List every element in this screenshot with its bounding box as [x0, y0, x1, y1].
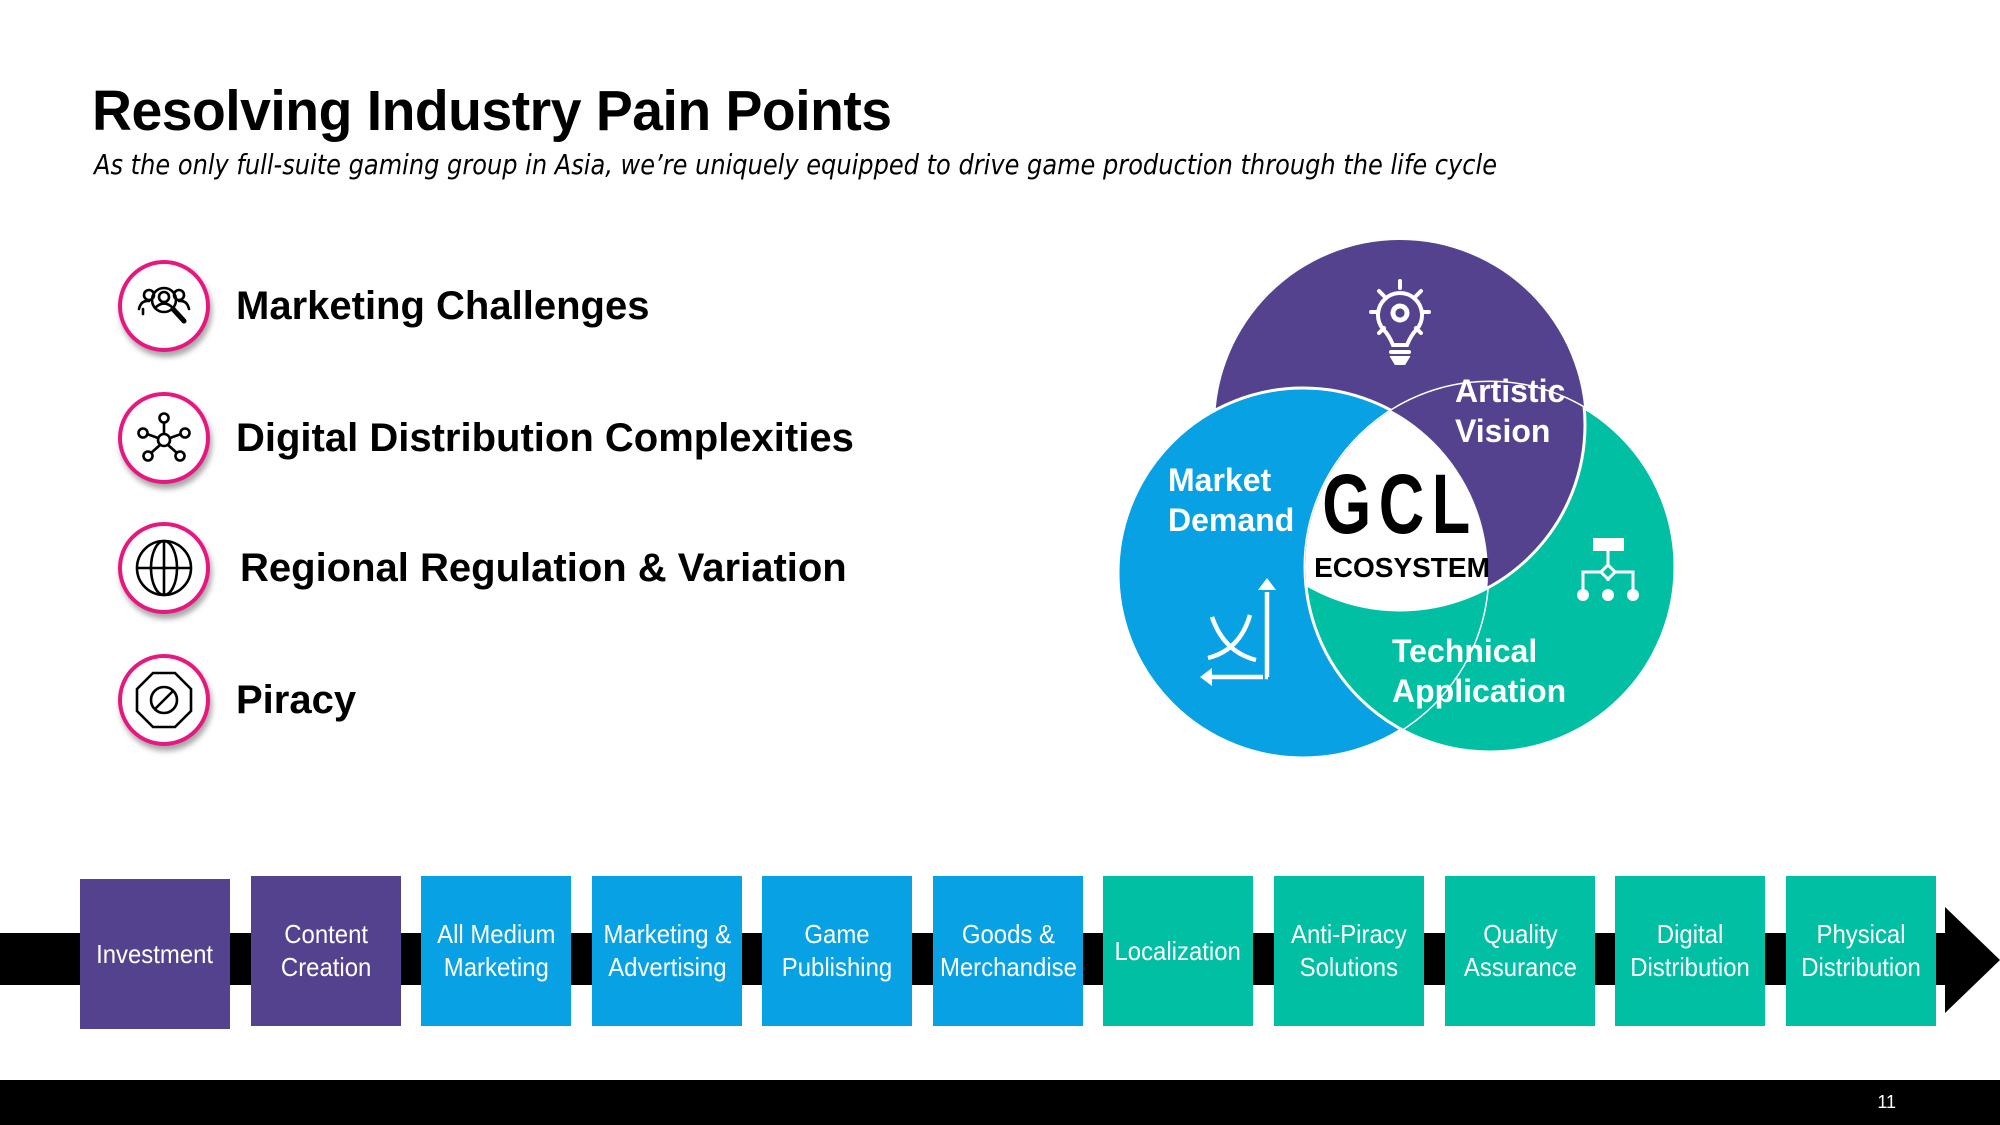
lifecycle-step-label: Quality Assurance [1463, 919, 1577, 982]
lifecycle-step: Goods & Merchandise [933, 876, 1083, 1026]
lifecycle-step-label: Physical Distribution [1801, 919, 1921, 982]
venn-label-line: Vision [1455, 413, 1550, 449]
prohibited-octagon-icon [118, 654, 210, 746]
lifecycle-step: Content Creation [251, 876, 401, 1026]
venn-label-line: Artistic [1455, 373, 1565, 409]
pain-point-label: Digital Distribution Complexities [236, 415, 854, 460]
lifecycle-step: Physical Distribution [1786, 876, 1936, 1026]
lifecycle-step: Game Publishing [762, 876, 912, 1026]
pain-point-item: Marketing Challenges [118, 260, 649, 352]
lifecycle-step: Quality Assurance [1445, 876, 1595, 1026]
lifecycle-step-label: Investment [96, 938, 214, 969]
people-search-icon [118, 260, 210, 352]
page-title: Resolving Industry Pain Points [92, 79, 892, 143]
pain-point-item: Piracy [118, 654, 356, 746]
lifecycle-step-label: Goods & Merchandise [939, 919, 1077, 982]
hierarchy-flow-icon [1577, 538, 1639, 601]
lifecycle-step-label: Anti-Piracy Solutions [1291, 919, 1407, 982]
supply-demand-chart-icon [1200, 578, 1276, 686]
globe-icon [118, 522, 210, 614]
ecosystem-label: ECOSYSTEM [1314, 552, 1490, 583]
venn-label-line: Demand [1168, 502, 1294, 538]
lifecycle-step: Anti-Piracy Solutions [1274, 876, 1424, 1026]
lifecycle-step: All Medium Marketing [421, 876, 571, 1026]
pain-point-item: Digital Distribution Complexities [118, 392, 854, 484]
page-subtitle: As the only full-suite gaming group in A… [94, 148, 1498, 181]
venn-center [1305, 388, 1488, 610]
gcl-ecosystem-venn: GCL ECOSYSTEM Artistic Vision Market Dem… [1116, 240, 1677, 760]
lifecycle-step-label: Localization [1114, 935, 1242, 966]
lifecycle-step: Investment [80, 879, 230, 1029]
timeline-arrow-icon [1945, 907, 2000, 1013]
lifecycle-step-label: Content Creation [280, 919, 372, 982]
lifecycle-step-label: Marketing & Advertising [603, 919, 731, 982]
lifecycle-step-label: Digital Distribution [1630, 919, 1750, 982]
venn-label-line: Market [1168, 462, 1272, 498]
pain-point-item: Regional Regulation & Variation [118, 522, 847, 614]
lifecycle-step-label: All Medium Marketing [436, 919, 556, 982]
lifecycle-timeline: Investment Content Creation All Medium Mar… [0, 860, 2000, 1060]
page-number: 11 [1877, 1092, 1896, 1112]
venn-label-line: Application [1392, 673, 1566, 709]
gcl-logo: GCL [1322, 457, 1477, 551]
lifecycle-step: Localization [1103, 876, 1253, 1026]
network-hub-icon [118, 392, 210, 484]
pain-point-label: Marketing Challenges [236, 283, 650, 328]
lifecycle-step-label: Game Publishing [781, 919, 893, 982]
footer-bar: 11 [0, 1080, 2000, 1125]
venn-label-line: Technical [1392, 633, 1537, 669]
lifecycle-step: Marketing & Advertising [592, 876, 742, 1026]
lifecycle-step: Digital Distribution [1615, 876, 1765, 1026]
lightbulb-gear-icon [1369, 279, 1431, 365]
pain-point-label: Regional Regulation & Variation [240, 545, 847, 590]
pain-point-label: Piracy [236, 677, 357, 722]
